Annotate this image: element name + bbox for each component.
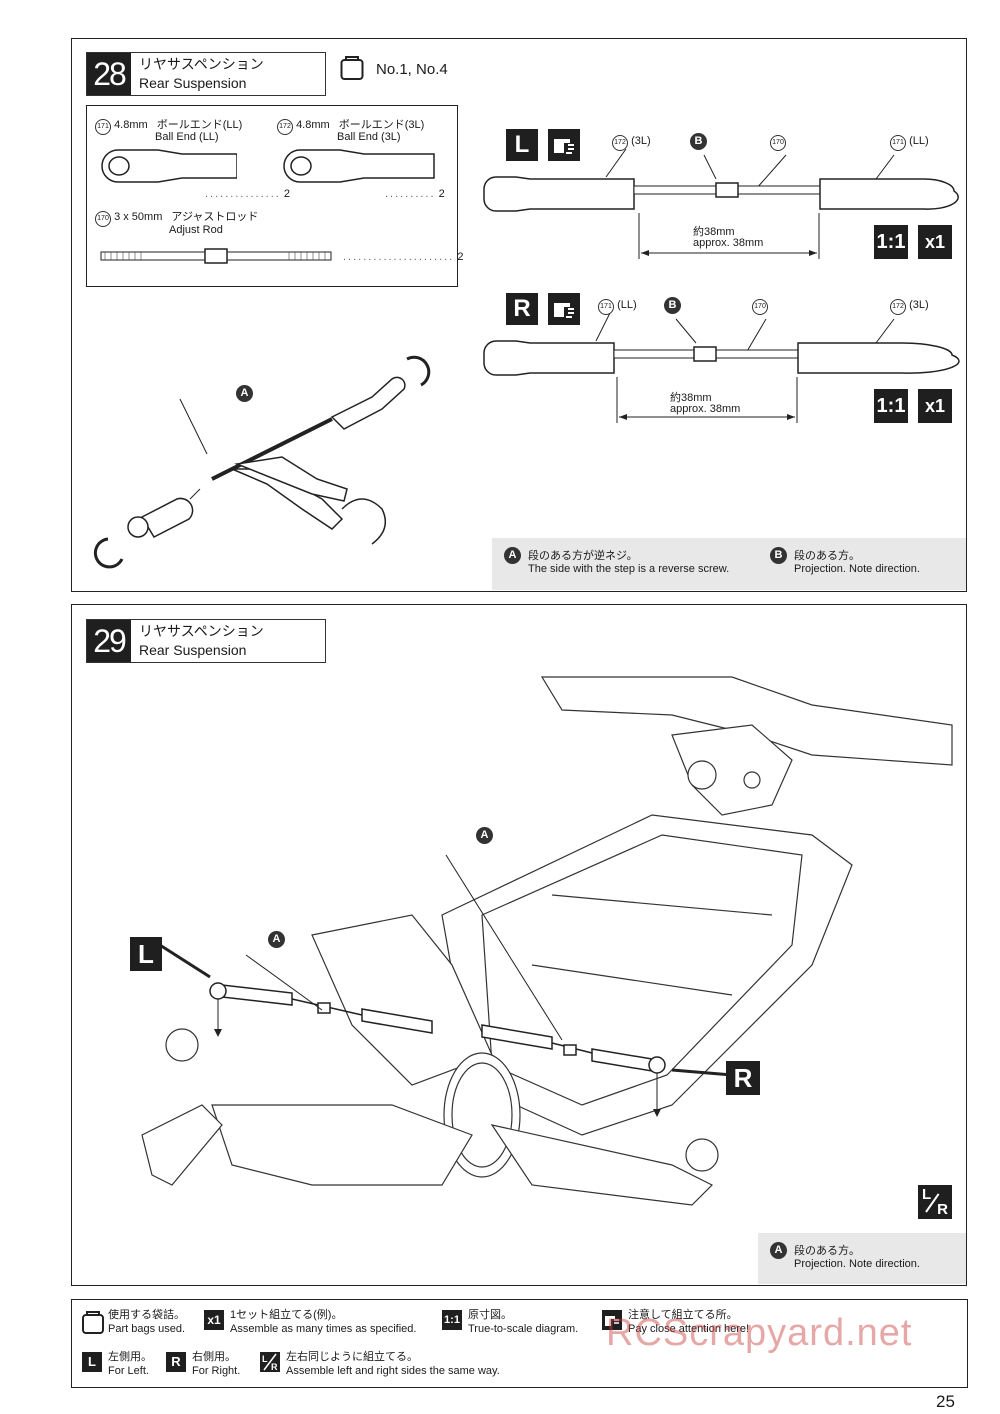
note-a-jp: 段のある方が逆ネジ。 — [528, 550, 638, 562]
callout-b: B — [664, 297, 681, 314]
note-a-jp: 段のある方。 — [794, 1245, 860, 1257]
ball-end-3l-drawing — [283, 149, 435, 183]
attention-icon — [548, 129, 580, 161]
svg-text:L: L — [262, 1354, 268, 1364]
note-a-en: Projection. Note direction. — [794, 1258, 920, 1270]
legend-right-jp: 右側用。 — [192, 1351, 236, 1363]
legend-scale-en: True-to-scale diagram. — [468, 1323, 579, 1335]
step-title-jp: リヤサスペンション — [139, 56, 264, 72]
legend-bag-jp: 使用する袋詰。 — [108, 1309, 185, 1321]
note-b-en: Projection. Note direction. — [794, 563, 920, 575]
step-number: 29 — [87, 620, 131, 662]
parts-box: 171 4.8mm ボールエンド(LL) Ball End (LL) .....… — [86, 105, 463, 287]
scale-icon: 1:1 — [442, 1310, 462, 1330]
svg-text:R: R — [271, 1362, 278, 1372]
attention-icon — [548, 293, 580, 325]
left-side-label: L — [130, 937, 162, 971]
step-28-header: 28 リヤサスペンション Rear Suspension — [86, 52, 326, 96]
adjust-rod-drawing — [100, 248, 332, 264]
legend-lr-en: Assemble left and right sides the same w… — [286, 1365, 500, 1377]
callout-b: B — [690, 133, 707, 150]
note-a-en: The side with the step is a reverse scre… — [528, 563, 730, 575]
right-rod-label: 170 — [752, 299, 768, 315]
page-number: 25 — [936, 1392, 955, 1411]
right-rod-assembly-drawing — [483, 313, 960, 423]
bags-label: No.1, No.4 — [376, 61, 448, 78]
symbol-legend: 使用する袋詰。 Part bags used. x1 1セット組立てる(例)。 … — [71, 1299, 968, 1388]
attention-icon — [602, 1310, 622, 1330]
step-29-note: A 段のある方。 Projection. Note direction. — [758, 1233, 966, 1284]
right-icon: R — [166, 1352, 186, 1372]
times-badge: x1 — [918, 389, 952, 423]
left-icon: L — [82, 1352, 102, 1372]
part-171-label: 171 4.8mm ボールエンド(LL) — [95, 116, 242, 135]
note-b-jp: 段のある方。 — [794, 550, 860, 562]
left-end-label: 172 (3L) — [612, 135, 651, 151]
part-170-label: 170 3 x 50mm アジャストロッド — [95, 208, 258, 227]
bag-icon — [82, 1310, 104, 1339]
part-172-name: Ball End (3L) — [337, 131, 401, 143]
legend-left-jp: 左側用。 — [108, 1351, 152, 1363]
right-right-end-label: 172 (3L) — [890, 299, 929, 315]
callout-a: A — [268, 931, 285, 948]
times-badge: x1 — [918, 225, 952, 259]
part-171-name: Ball End (LL) — [155, 131, 219, 143]
part-170-name: Adjust Rod — [169, 224, 223, 236]
pliers-assembly-drawing — [93, 355, 431, 569]
part-172-qty: .......... 2 — [385, 188, 445, 200]
rod-label: 170 — [770, 135, 786, 151]
x1-icon: x1 — [204, 1310, 224, 1330]
note-a-marker: A — [504, 547, 521, 564]
step-29-header: 29 リヤサスペンション Rear Suspension — [86, 619, 326, 663]
right-label: R — [506, 293, 538, 325]
right-length-jp: 約38mm — [670, 392, 712, 404]
legend-bag-en: Part bags used. — [108, 1323, 186, 1335]
watermark: RCScrapyard.net — [606, 1312, 913, 1354]
ball-end-ll-drawing — [101, 149, 237, 183]
part-170-qty: ...................... 2 — [343, 251, 464, 263]
note-b-marker: B — [770, 547, 787, 564]
right-length-en: approx. 38mm — [670, 403, 741, 415]
step-title-jp: リヤサスペンション — [139, 623, 264, 639]
step-number: 28 — [87, 53, 131, 95]
part-171-qty: ............... 2 — [205, 188, 291, 200]
legend-left-en: For Left. — [108, 1365, 149, 1377]
legend-attention-jp: 注意して組立てる所。 — [628, 1309, 738, 1321]
step-29-panel: 29 リヤサスペンション Rear Suspension — [71, 604, 967, 1286]
legend-lr-jp: 左右同じように組立てる。 — [286, 1351, 418, 1363]
step-28-panel: 28 リヤサスペンション Rear Suspension No.1, No.4 … — [71, 38, 967, 592]
left-label: L — [506, 129, 538, 161]
left-right-same-icon: L R — [918, 1185, 952, 1219]
note-a-marker: A — [770, 1242, 787, 1259]
legend-attention-en: Pay close attention here! — [628, 1323, 750, 1335]
step-title-en: Rear Suspension — [139, 75, 247, 91]
scale-badge: 1:1 — [874, 389, 908, 423]
right-side-label: R — [726, 1061, 760, 1095]
bag-icon — [340, 55, 364, 81]
legend-right-en: For Right. — [192, 1365, 241, 1377]
legend-scale-jp: 原寸図。 — [468, 1309, 512, 1321]
step-title-en: Rear Suspension — [139, 642, 247, 658]
left-length-en: approx. 38mm — [693, 237, 764, 249]
callout-a: A — [476, 827, 493, 844]
step-28-notes: A 段のある方が逆ネジ。 The side with the step is a… — [492, 538, 966, 590]
left-rod-assembly-drawing — [483, 149, 959, 259]
callout-a: A — [236, 385, 253, 402]
part-172-label: 172 4.8mm ボールエンド(3L) — [277, 116, 424, 135]
right-left-end-label: 171 (LL) — [598, 299, 637, 315]
part-number: 171 — [95, 119, 111, 135]
scale-badge: 1:1 — [874, 225, 908, 259]
legend-x1-en: Assemble as many times as specified. — [230, 1323, 417, 1335]
chassis-rear-suspension-drawing — [141, 676, 953, 1206]
right-end-label: 171 (LL) — [890, 135, 929, 151]
legend-x1-jp: 1セット組立てる(例)。 — [230, 1309, 343, 1321]
left-length-jp: 約38mm — [693, 226, 735, 238]
